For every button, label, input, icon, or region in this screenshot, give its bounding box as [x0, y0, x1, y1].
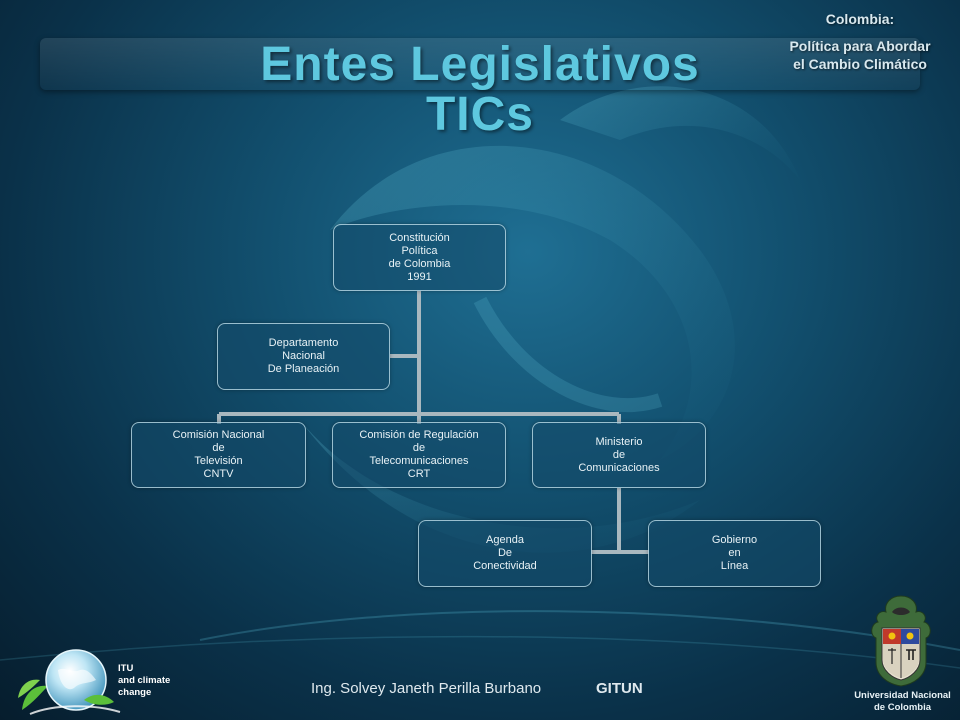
node-text: Conectividad	[473, 560, 537, 572]
itu-label: ITU and climate change	[118, 663, 170, 699]
node-text: CRT	[407, 468, 431, 480]
node-agenda-conectividad: Agenda De Conectividad	[418, 520, 592, 587]
title-line-1: Entes Legislativos	[260, 38, 700, 91]
node-text: de Colombia	[388, 257, 451, 270]
node-text: Comisión Nacional	[172, 429, 265, 441]
node-text: Departamento	[268, 337, 339, 349]
university-label-line: de Colombia	[873, 702, 931, 713]
node-text: de	[612, 448, 626, 461]
title-bar-background	[40, 38, 920, 90]
node-text: De Planeación	[267, 363, 340, 375]
node-text: CNTV	[203, 468, 234, 480]
node-text: Agenda	[486, 534, 524, 546]
title-line-2: TICs	[425, 88, 534, 141]
university-label: Universidad Nacional de Colombia	[845, 690, 960, 714]
footer-author: Ing. Solvey Janeth Perilla Burbano	[311, 680, 542, 697]
node-crt: Comisión de Regulación de Telecomunicaci…	[332, 422, 506, 488]
node-ministerio-comunicaciones: Ministerio de Comunicaciones	[532, 422, 706, 488]
node-text: Política	[401, 244, 438, 257]
corner-title-line-1: Colombia:	[825, 11, 895, 27]
corner-title-line-3: el Cambio Climático	[793, 56, 927, 72]
node-text: de	[412, 442, 426, 454]
node-text: de	[212, 442, 225, 454]
node-text: Comunicaciones	[578, 461, 660, 474]
university-label-line: Universidad Nacional	[854, 690, 951, 701]
node-text: Nacional	[282, 350, 325, 362]
node-text: Comisión de Regulación	[359, 429, 479, 441]
universidad-nacional-crest	[871, 595, 931, 687]
node-text: Televisión	[194, 455, 243, 467]
node-text: Gobierno	[711, 534, 758, 546]
slide-title: Entes Legislativos TICs	[180, 40, 780, 140]
node-text: Constitución	[389, 231, 450, 244]
node-constitucion: Constitución Política de Colombia 1991	[333, 224, 506, 291]
node-text: 1991	[407, 270, 432, 283]
itu-globe-logo	[18, 649, 121, 715]
corner-title: Colombia: Política para Abordar el Cambi…	[760, 10, 960, 73]
node-text: Telecomunicaciones	[369, 455, 469, 467]
node-cntv: Comisión Nacional de Televisión CNTV	[131, 422, 306, 488]
corner-title-line-2: Política para Abordar	[789, 38, 931, 54]
node-departamento-planeacion: Departamento Nacional De Planeación	[217, 323, 390, 390]
node-text: Línea	[720, 560, 749, 572]
node-text: De	[497, 547, 513, 559]
node-text: Ministerio	[595, 435, 643, 448]
itu-label-line: and climate	[118, 675, 171, 686]
footer-group: GITUN	[596, 680, 643, 697]
node-gobierno-en-linea: Gobierno en Línea	[648, 520, 821, 587]
node-text: en	[728, 547, 741, 559]
itu-label-line: ITU	[118, 663, 134, 674]
itu-label-line: change	[118, 687, 152, 698]
